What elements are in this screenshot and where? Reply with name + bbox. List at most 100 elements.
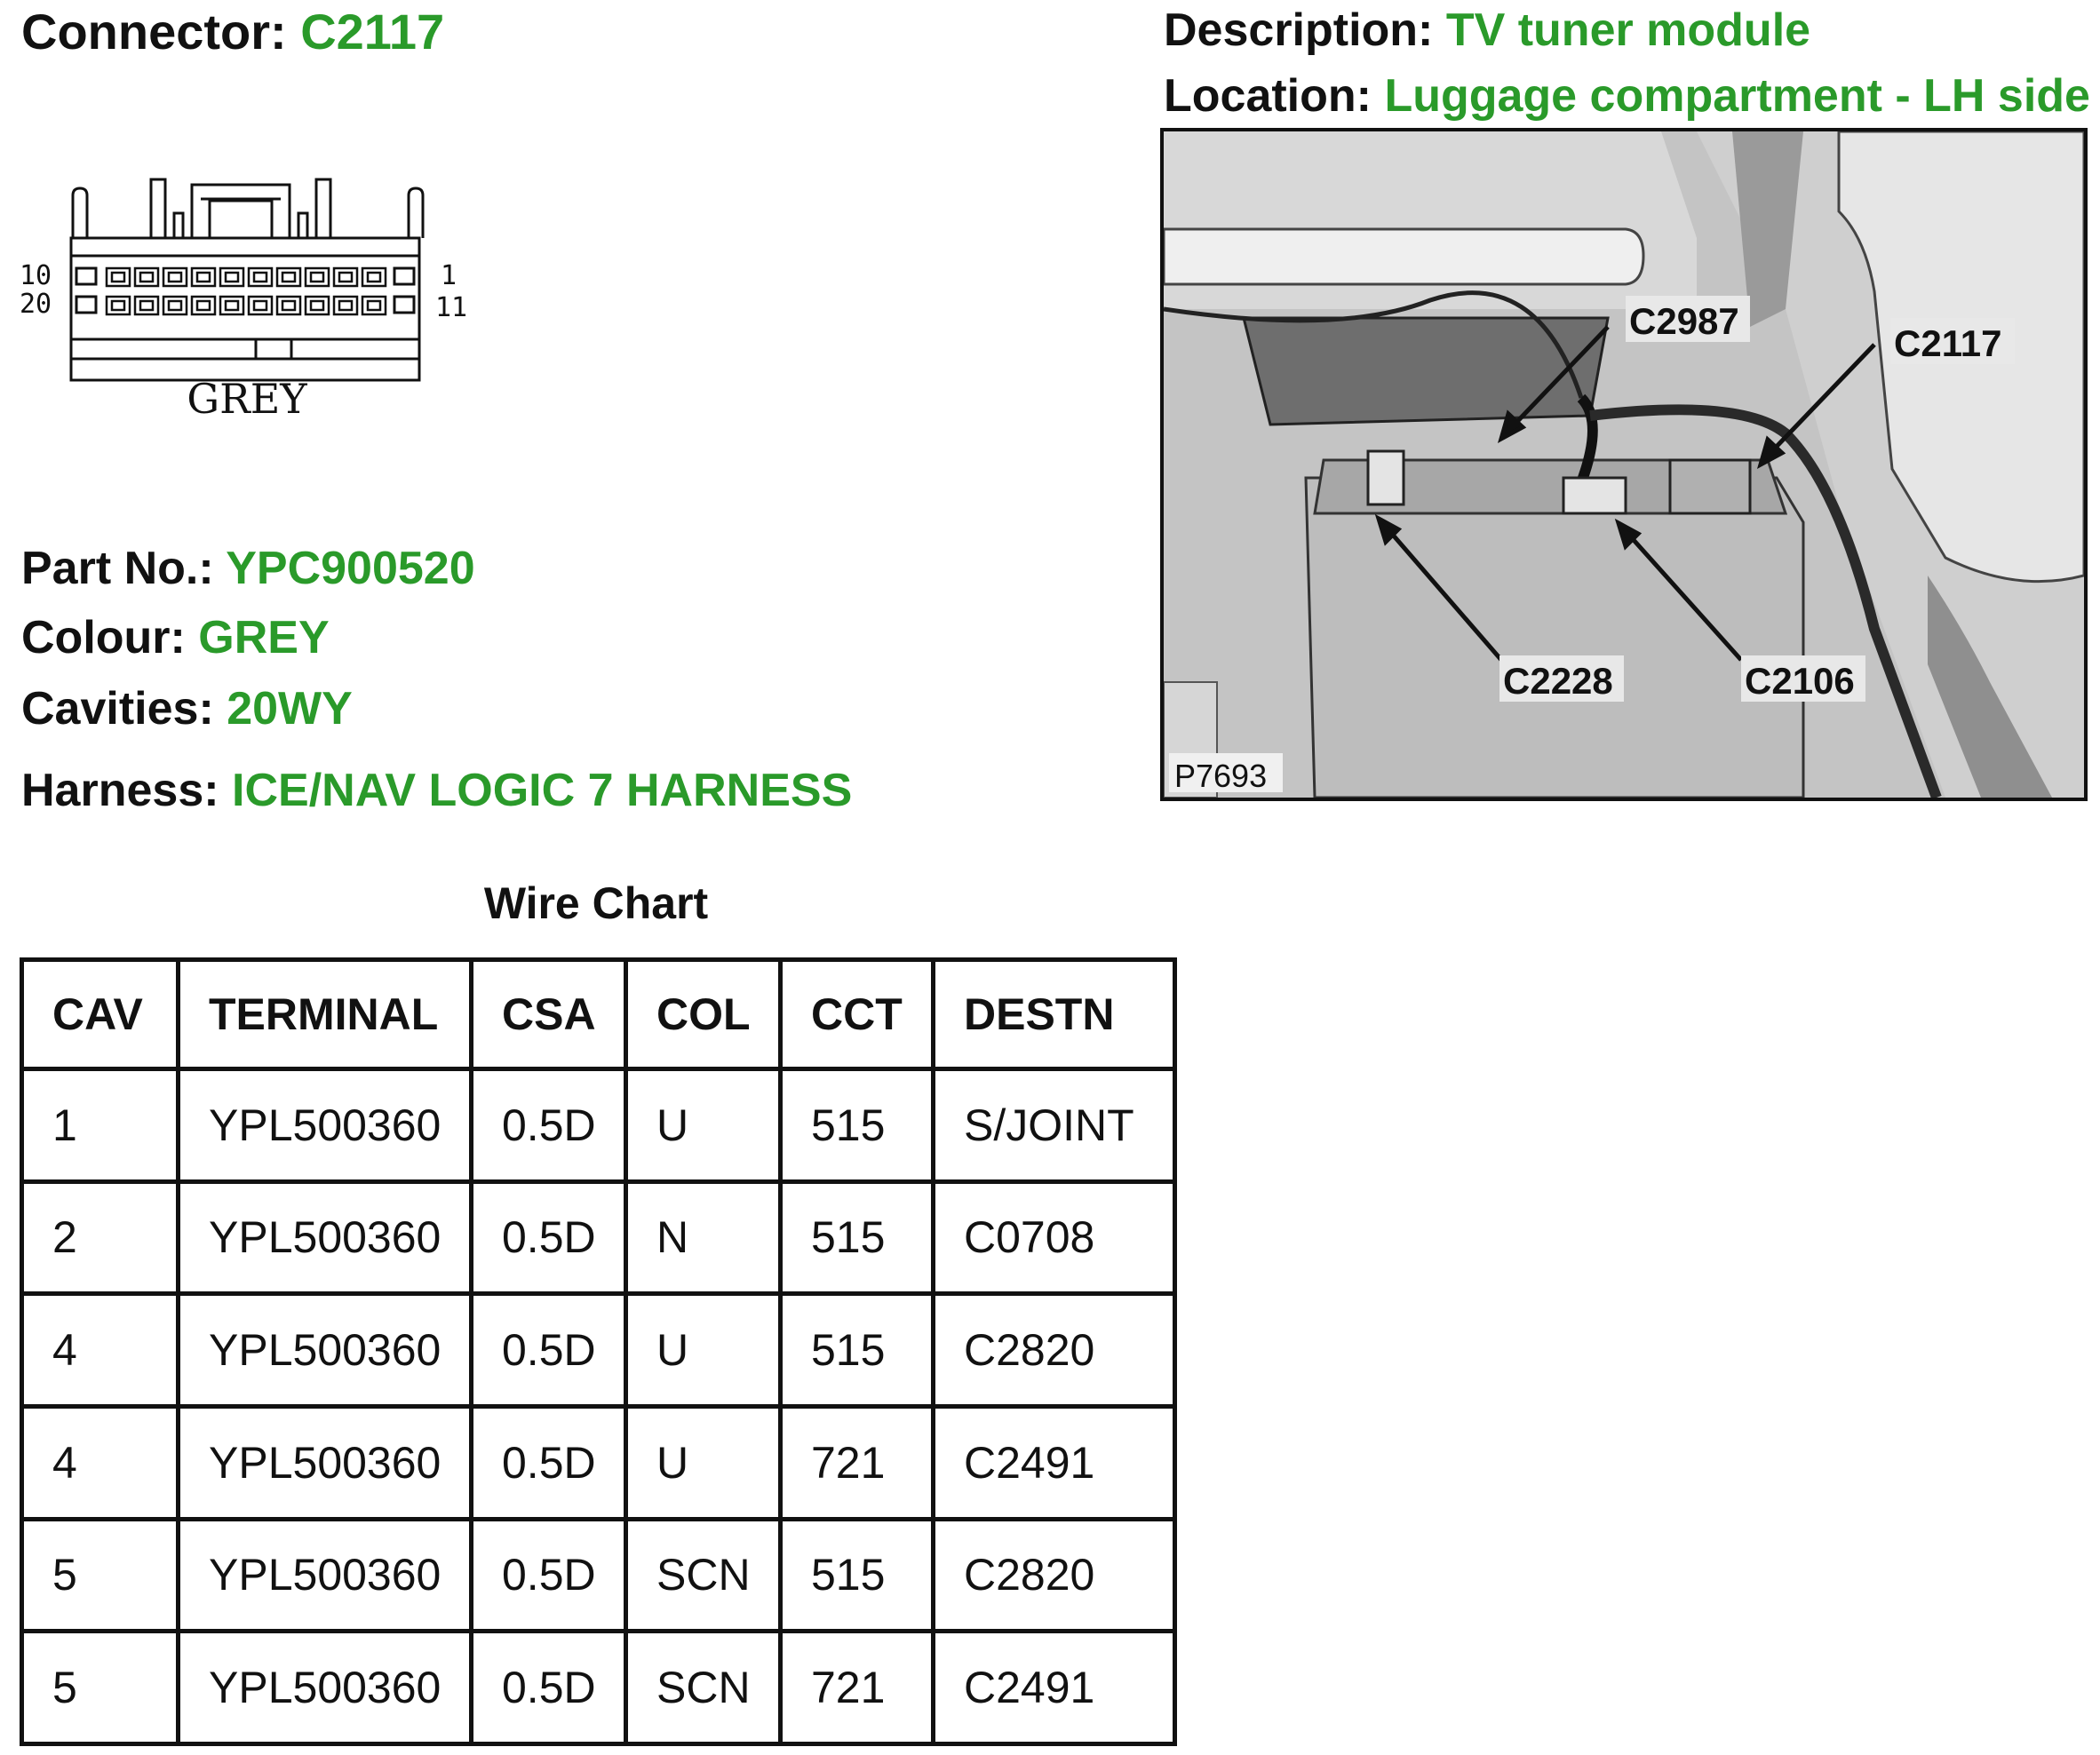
top-row-cavity-terminal: [366, 271, 382, 283]
column-header-terminal: TERMINAL: [176, 957, 473, 1071]
right-latch: [407, 187, 425, 238]
cell-col: U: [624, 1067, 783, 1184]
cell-col: U: [624, 1403, 783, 1521]
top-row-cavity-terminal: [224, 271, 240, 283]
cell-col: SCN: [624, 1516, 783, 1634]
colour-value: GREY: [198, 612, 330, 663]
harness-label: Harness:: [21, 765, 219, 816]
bottom-row-cavity: [105, 295, 131, 316]
cavities-line: Cavities: 20WY: [21, 686, 353, 732]
harness-line: Harness: ICE/NAV LOGIC 7 HARNESS: [21, 767, 852, 814]
cell-cav: 4: [20, 1403, 180, 1521]
table-row: 4 YPL500360 0.5D U 721 C2491: [20, 1403, 1177, 1521]
bottom-row-cavity: [247, 295, 274, 316]
top-row-cavity: [361, 266, 387, 288]
cell-terminal: YPL500360: [176, 1516, 473, 1634]
top-row-cavity: [247, 266, 274, 288]
cell-terminal: YPL500360: [176, 1403, 473, 1521]
pin-label-20: 20: [20, 289, 52, 320]
top-row-cavity: [219, 266, 245, 288]
top-row-cavity-terminal: [195, 271, 211, 283]
cell-cct: 721: [778, 1629, 935, 1746]
bottom-row-cavity-terminal: [281, 299, 297, 312]
bottom-row-cavity: [361, 295, 387, 316]
bottom-row-cavity: [133, 295, 160, 316]
top-row-cavity-terminal: [139, 271, 155, 283]
description-line: Description: TV tuner module: [1164, 7, 1810, 53]
cell-csa: 0.5D: [469, 1629, 628, 1746]
cell-col: N: [624, 1179, 783, 1297]
table-row: 4 YPL500360 0.5D U 515 C2820: [20, 1291, 1177, 1409]
part-number-line: Part No.: YPC900520: [21, 545, 475, 592]
wire-chart-header-row: CAV TERMINAL CSA COL CCT DESTN: [20, 957, 1177, 1071]
cell-csa: 0.5D: [469, 1067, 628, 1184]
cell-terminal: YPL500360: [176, 1179, 473, 1297]
pin-label-10: 10: [20, 260, 52, 291]
wire-chart-table: CAV TERMINAL CSA COL CCT DESTN 1 YPL5003…: [20, 957, 1177, 1746]
cavity-row-bottom: [105, 295, 387, 316]
connector-heading: Connector: C2117: [21, 7, 444, 57]
top-row-cavity: [133, 266, 160, 288]
callout-c2987: C2987: [1629, 300, 1739, 342]
harness-value: ICE/NAV LOGIC 7 HARNESS: [232, 765, 853, 816]
top-row-cavity: [332, 266, 359, 288]
column-header-csa: CSA: [469, 957, 628, 1071]
cell-destn: S/JOINT: [931, 1067, 1177, 1184]
center-lock-tab: [190, 183, 291, 238]
cell-cav: 5: [20, 1516, 180, 1634]
bottom-row-cavity-terminal: [195, 299, 211, 312]
column-header-cav: CAV: [20, 957, 180, 1071]
figure-reference: P7693: [1174, 758, 1267, 794]
top-row-cavity-terminal: [110, 271, 126, 283]
cavity-row-top: [105, 266, 387, 288]
bottom-row-cavity: [332, 295, 359, 316]
bottom-row-cavity-terminal: [309, 299, 325, 312]
connector-body: [69, 236, 421, 382]
bottom-row-cavity-terminal: [224, 299, 240, 312]
cell-terminal: YPL500360: [176, 1291, 473, 1409]
cell-cav: 4: [20, 1291, 180, 1409]
bottom-row-cavity: [275, 295, 302, 316]
top-row-cavity: [105, 266, 131, 288]
cell-destn: C2491: [931, 1629, 1177, 1746]
cell-cav: 5: [20, 1629, 180, 1746]
connector-color-label: GREY: [187, 375, 307, 423]
bottom-row-cavity-terminal: [139, 299, 155, 312]
cell-terminal: YPL500360: [176, 1629, 473, 1746]
cell-cct: 515: [778, 1291, 935, 1409]
pin-label-1: 1: [441, 260, 457, 291]
table-row: 5 YPL500360 0.5D SCN 721 C2491: [20, 1629, 1177, 1746]
top-row-cavity-terminal: [167, 271, 183, 283]
column-header-col: COL: [624, 957, 783, 1071]
top-row-cavity-terminal: [309, 271, 325, 283]
bottom-row-cavity: [219, 295, 245, 316]
bottom-row-cavity-terminal: [110, 299, 126, 312]
cell-csa: 0.5D: [469, 1179, 628, 1297]
part-number-label: Part No.:: [21, 543, 214, 594]
bottom-row-cavity-terminal: [338, 299, 354, 312]
pin-label-11: 11: [435, 292, 467, 323]
callout-c2106: C2106: [1745, 660, 1855, 702]
left-latch: [71, 187, 89, 238]
cell-csa: 0.5D: [469, 1291, 628, 1409]
callout-c2228: C2228: [1503, 660, 1613, 702]
cell-cct: 515: [778, 1067, 935, 1184]
cell-cct: 515: [778, 1516, 935, 1634]
top-row-cavity-terminal: [281, 271, 297, 283]
location-value: Luggage compartment - LH side: [1384, 70, 2090, 122]
location-photo: C2987 C2117 C2228 C2106 P7693: [1160, 128, 2088, 801]
description-value: TV tuner module: [1445, 4, 1811, 56]
wire-chart-title: Wire Chart: [483, 878, 709, 928]
part-number-value: YPC900520: [226, 543, 475, 594]
bottom-row-cavity-terminal: [366, 299, 382, 312]
cell-destn: C2491: [931, 1403, 1177, 1521]
bottom-row-cavity: [190, 295, 217, 316]
cell-cav: 2: [20, 1179, 180, 1297]
table-row: 5 YPL500360 0.5D SCN 515 C2820: [20, 1516, 1177, 1634]
bottom-row-cavity-terminal: [252, 299, 268, 312]
cell-cct: 721: [778, 1403, 935, 1521]
cell-col: U: [624, 1291, 783, 1409]
connector-face-svg: 10 20 1 11 GREY: [20, 178, 467, 423]
top-row-cavity: [275, 266, 302, 288]
bottom-row-cavity-terminal: [167, 299, 183, 312]
